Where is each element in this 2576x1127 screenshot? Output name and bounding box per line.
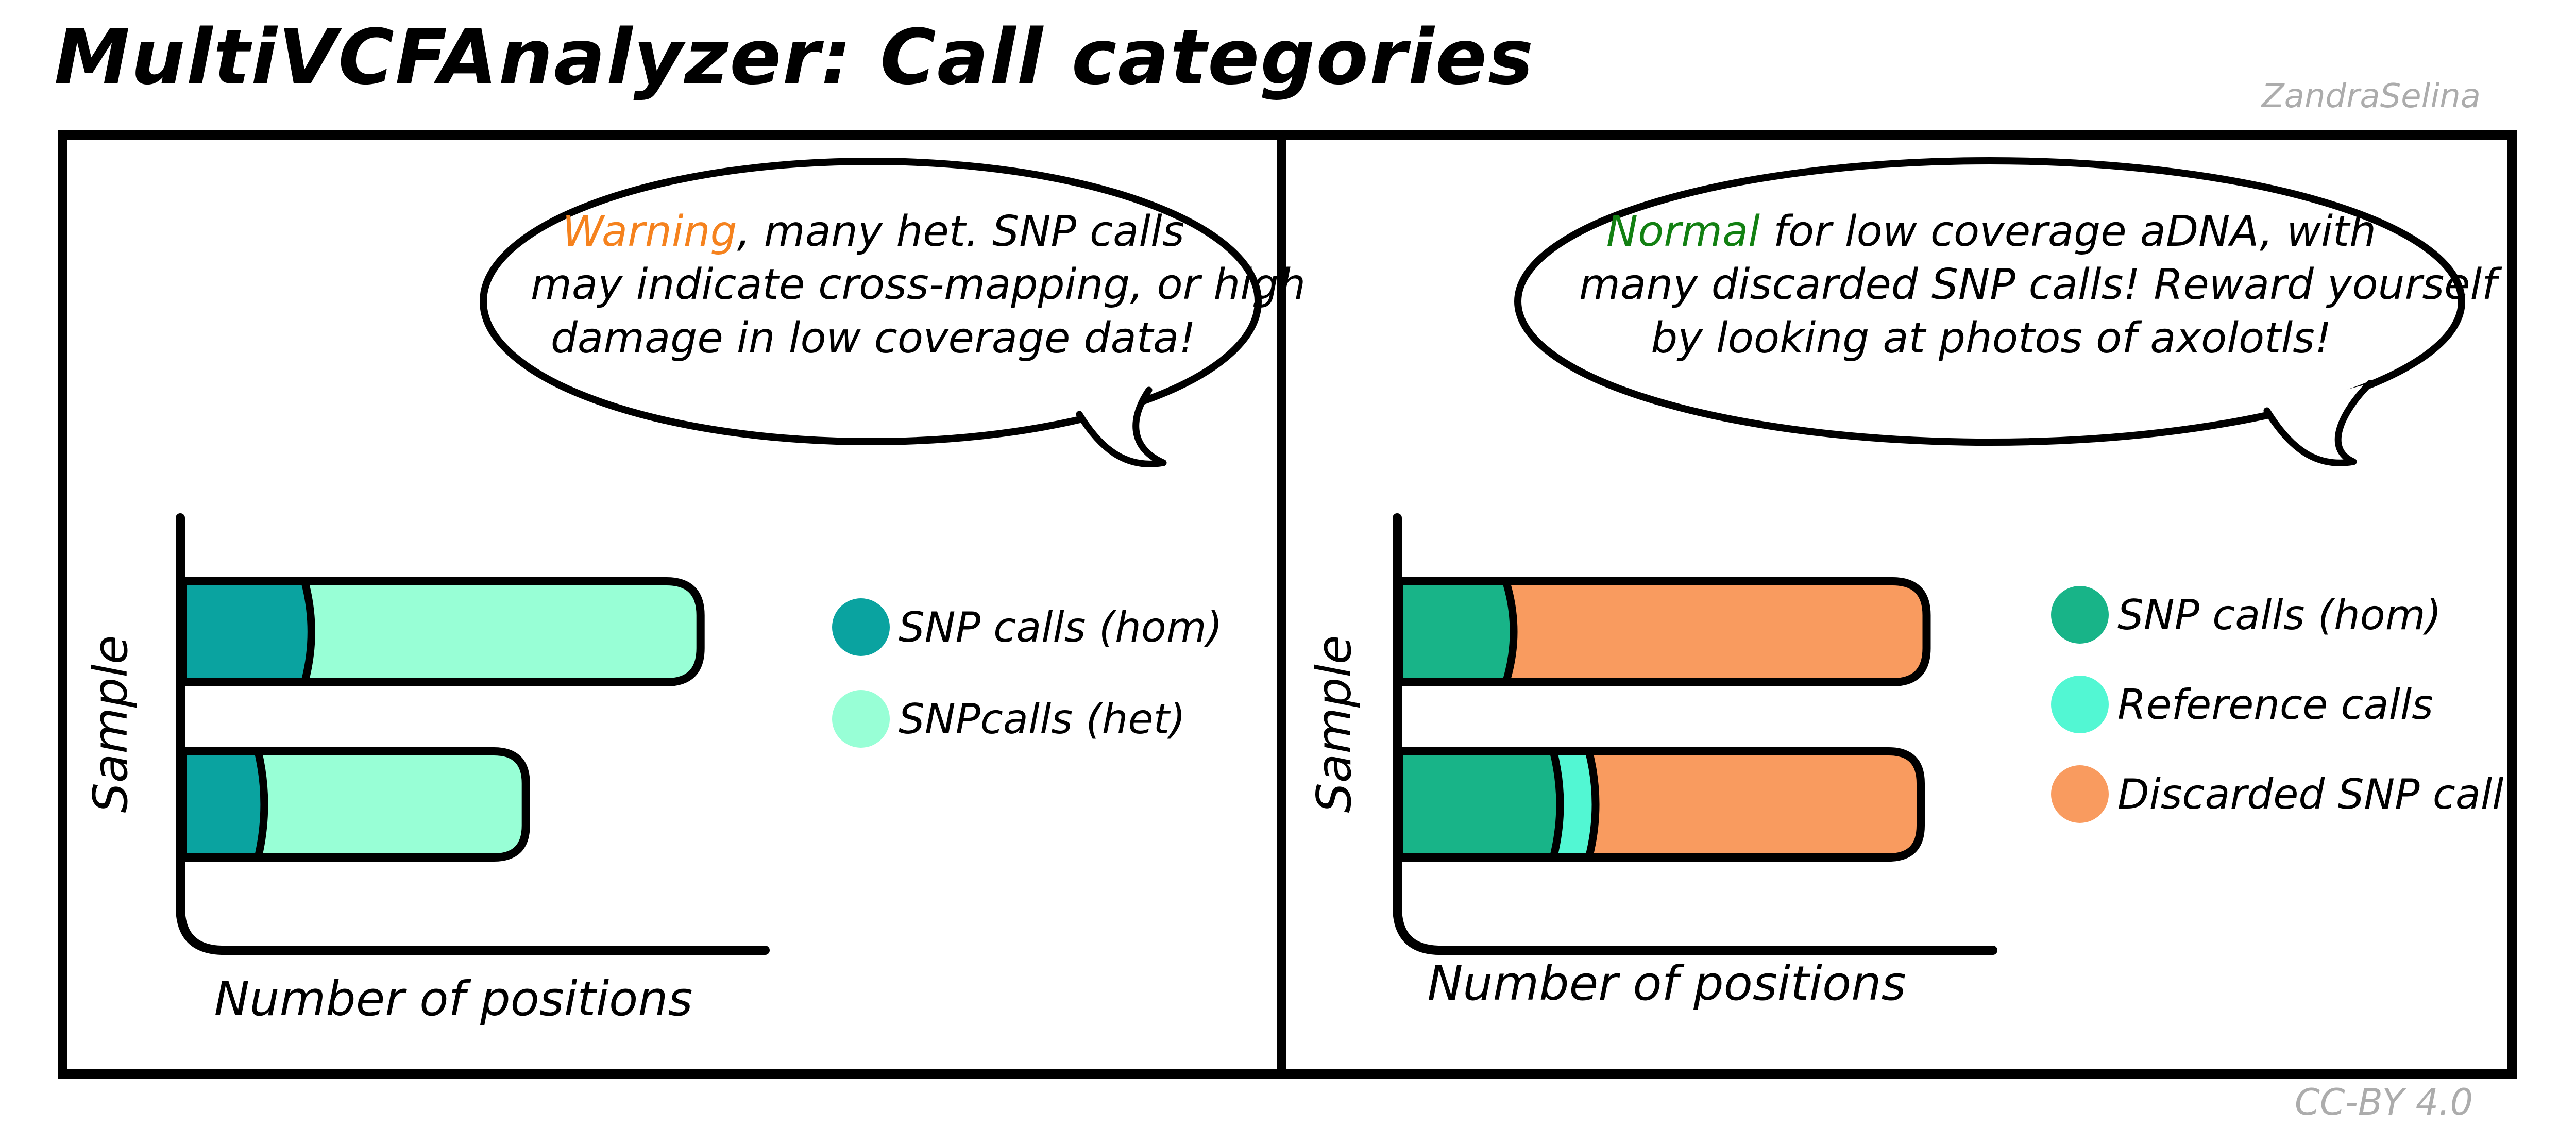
page-title: MultiVCFAnalyzer: Call categories <box>54 13 1535 102</box>
left-speech-bubble <box>480 158 1262 467</box>
bubble-line-3: damage in low coverage data! <box>550 313 1196 363</box>
legend-label: SNPcalls (het) <box>899 695 1186 743</box>
legend-item-reference: Reference calls <box>2049 674 2503 735</box>
bar-segment <box>182 581 312 682</box>
bar-segment <box>182 751 264 857</box>
bar-segment <box>178 747 530 862</box>
bar-segment <box>1502 580 1518 684</box>
bar-segment <box>1585 750 1600 859</box>
bar-sample-top <box>1395 577 1931 686</box>
cyan-circle-icon <box>2051 676 2109 733</box>
right-y-axis-label: Sample <box>1307 635 1362 813</box>
license-note: CC-BY 4.0 <box>2294 1081 2473 1123</box>
bar-segment <box>301 580 315 683</box>
legend-label: Reference calls <box>2117 680 2433 729</box>
right-chart <box>1393 513 1997 955</box>
legend-item-snp-hom: SNP calls (hom) <box>2049 584 2503 645</box>
bar-sample-top <box>178 577 705 686</box>
bar-segment <box>254 750 268 859</box>
bubble-line-1-rest: for low coverage aDNA, with <box>1759 207 2377 256</box>
bubble-line-2: many discarded SNP calls! Reward yoursel… <box>1579 260 2497 310</box>
author-credit: ZandraSelina <box>2261 77 2481 115</box>
left-y-axis-label: Sample <box>83 635 138 813</box>
left-legend: SNP calls (hom) SNPcalls (het) <box>831 597 1223 749</box>
bubble-line-3: by looking at photos of axolotls! <box>1651 313 2332 363</box>
legend-swatch-snp-het <box>832 690 890 748</box>
right-legend: SNP calls (hom) Reference calls Discarde… <box>2049 584 2503 825</box>
panel-divider <box>1277 130 1286 1079</box>
right-x-axis-label: Number of positions <box>1427 956 1906 1011</box>
bar-sample-bottom <box>178 747 530 862</box>
speech-bubble-tail <box>2263 380 2374 466</box>
orange-circle-icon <box>2051 765 2109 823</box>
left-chart-axes <box>176 513 770 955</box>
bar-segment <box>182 751 526 857</box>
left-bubble-text: Warning, many het. SNP calls may indicat… <box>531 205 1306 365</box>
legend-label: Discarded SNP call <box>2117 770 2504 818</box>
bar-segment <box>1395 577 1931 686</box>
speech-bubble-ellipse <box>1514 157 2465 446</box>
legend-swatch-snp-hom <box>2051 586 2109 644</box>
green-circle-icon <box>2051 586 2109 644</box>
bar-segment <box>1399 751 1560 857</box>
bar-segment <box>1395 747 1925 862</box>
legend-item-snp-het: SNPcalls (het) <box>831 688 1223 749</box>
bubble-highlight-word: Normal <box>1606 207 1760 256</box>
right-chart-axes <box>1393 513 1997 955</box>
bubble-line-1-rest: , many het. SNP calls <box>737 207 1184 256</box>
teal-circle-icon <box>832 598 890 656</box>
bubble-line-1: Warning, many het. SNP calls <box>531 205 1216 258</box>
bar-segment <box>1399 581 1514 682</box>
bubble-highlight-word: Warning <box>562 207 737 256</box>
legend-swatch-discarded <box>2051 765 2109 823</box>
mint-circle-icon <box>832 690 890 748</box>
bar-segment <box>1399 581 1927 682</box>
bar-segment <box>1549 750 1564 859</box>
bubble-line-1: Normal for low coverage aDNA, with <box>1579 205 2403 258</box>
left-x-axis-label: Number of positions <box>214 971 693 1027</box>
legend-swatch-reference <box>2051 676 2109 733</box>
bubble-line-2: may indicate cross-mapping, or high <box>531 260 1306 310</box>
legend-label: SNP calls (hom) <box>2117 591 2442 639</box>
right-bubble-text: Normal for low coverage aDNA, with many … <box>1579 205 2497 365</box>
right-speech-bubble <box>1514 157 2465 466</box>
speech-bubble-tail <box>1076 386 1167 467</box>
legend-item-discarded: Discarded SNP call <box>2049 764 2503 825</box>
bar-segment <box>178 577 705 686</box>
legend-label: SNP calls (hom) <box>899 603 1223 651</box>
left-chart <box>176 513 770 955</box>
legend-swatch-snp-hom <box>832 598 890 656</box>
speech-bubble-ellipse <box>480 158 1262 445</box>
bar-sample-bottom <box>1395 747 1925 862</box>
legend-item-snp-hom: SNP calls (hom) <box>831 597 1223 658</box>
